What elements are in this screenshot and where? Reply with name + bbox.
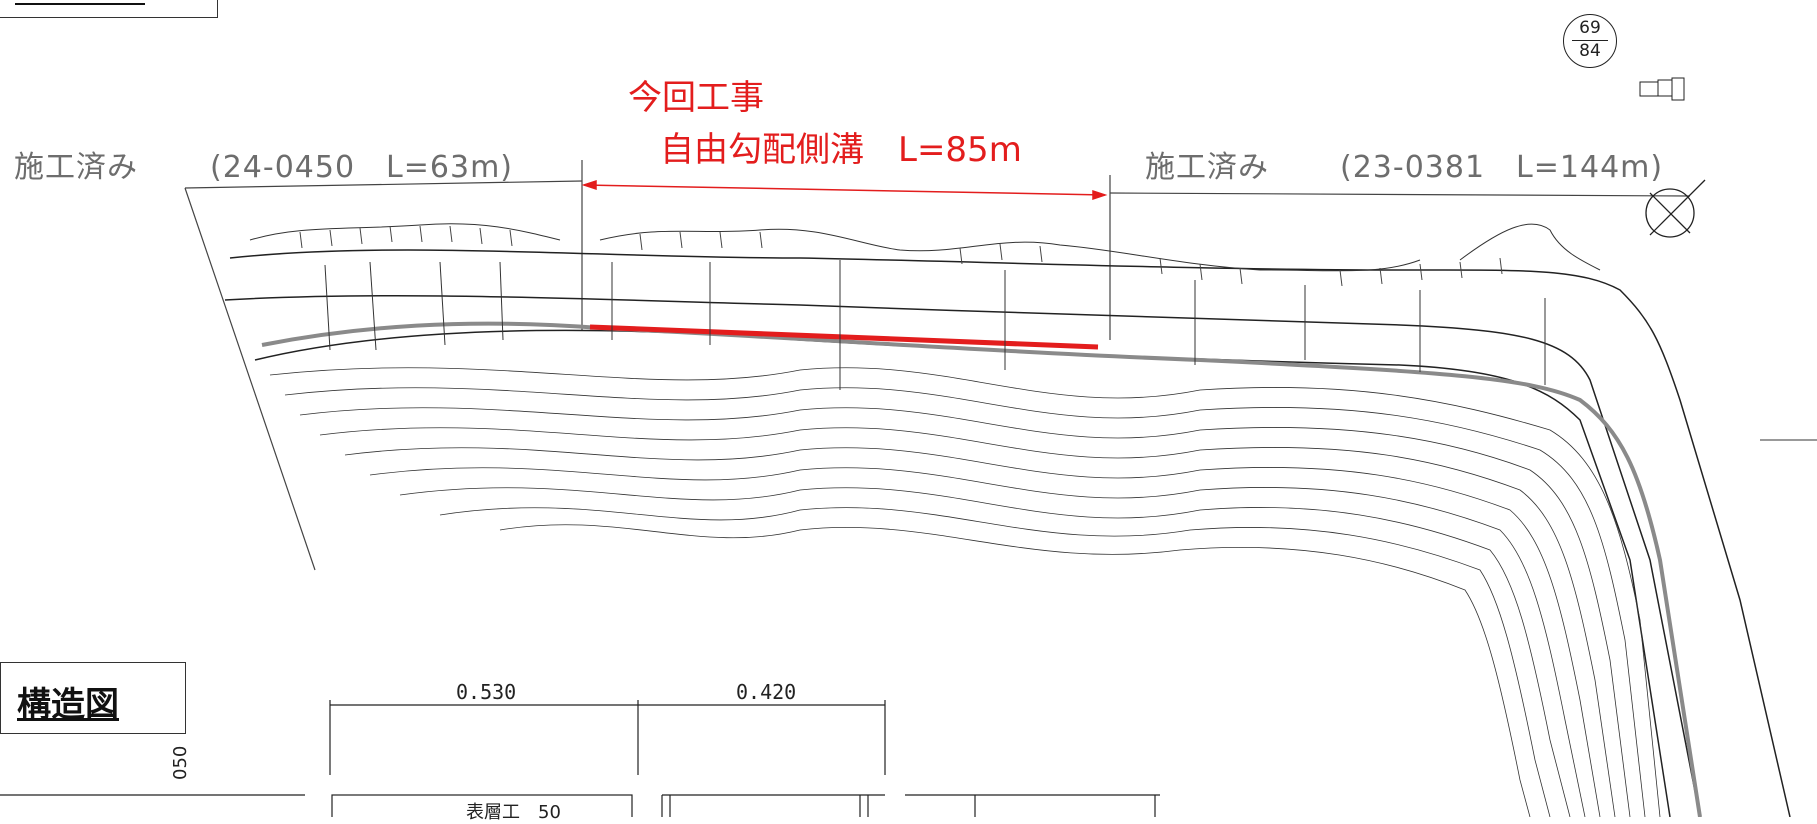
current-work-description: 自由勾配側溝 L=85m (660, 130, 1022, 170)
sheet-total: 84 (1579, 41, 1601, 61)
existing-ditch-line (261, 321, 1702, 817)
north-arrow-icon (1645, 179, 1706, 238)
current-work-title: 今回工事 (628, 78, 764, 118)
top-left-frame-underline (15, 3, 145, 5)
contour-lines (269, 367, 1661, 817)
sheet-divider (1572, 40, 1608, 41)
key-plan-icon (1639, 77, 1685, 101)
done-right-detail: (23-0381 L=144m) (1340, 150, 1664, 185)
structure-layer-label: 表層工 50 (466, 802, 561, 823)
slope-ticks (299, 225, 1503, 287)
sheet-number-badge: 69 84 (1563, 14, 1617, 68)
slope-hatching (249, 223, 1601, 272)
structure-dim-left: 0.530 (456, 680, 517, 704)
done-left-detail: (24-0450 L=63m) (210, 150, 514, 185)
structure-title-box: 構造図 (0, 662, 186, 734)
current-work-segment (589, 324, 1099, 350)
dimension-lines (184, 160, 1691, 571)
done-right-label: 施工済み (1145, 150, 1269, 185)
structure-title: 構造図 (17, 685, 119, 725)
top-left-frame (0, 0, 218, 18)
structure-side-dimension: 050 (170, 745, 191, 780)
done-left-label: 施工済み (14, 150, 138, 185)
structure-dim-right: 0.420 (736, 680, 797, 704)
station-ticks (324, 260, 1817, 441)
current-work-dimension (581, 179, 1108, 201)
sheet-number: 69 (1579, 18, 1601, 38)
